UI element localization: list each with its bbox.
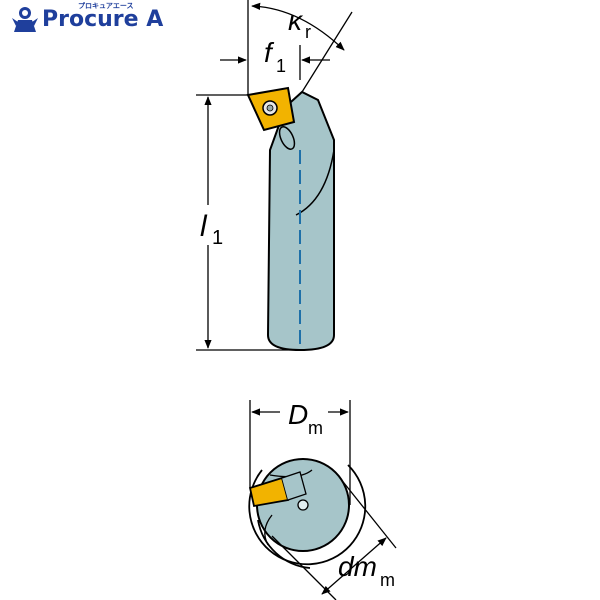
dmm-label: dm: [338, 551, 377, 582]
bore-outline: [248, 464, 367, 566]
brand-tagline: プロキュアエース: [78, 2, 134, 10]
dmm-sub: m: [380, 570, 395, 590]
f1-label: f: [264, 37, 275, 68]
kr-arc: [251, 2, 345, 51]
kr-label: κ: [288, 5, 304, 36]
Dm-label: D: [288, 399, 308, 430]
coolant-hole: [297, 499, 309, 511]
end-view: D m dm m: [248, 396, 397, 600]
Dm-sub: m: [308, 418, 323, 438]
dmm-dim-line: [321, 537, 387, 595]
brand-logo: Procure A: [10, 2, 163, 36]
kr-sub: r: [305, 22, 311, 42]
brand-name: Procure A: [42, 6, 164, 32]
f1-sub: 1: [276, 56, 286, 76]
end-insert: [248, 476, 290, 508]
l1-sub: 1: [212, 227, 223, 249]
shank-contour: [295, 149, 335, 216]
l1-label: l: [200, 210, 208, 243]
coolant-exit: [278, 126, 296, 150]
dmm-ext-1: [339, 477, 397, 549]
side-view: l 1 f 1 κ r: [196, 0, 353, 352]
worker-mascot-icon: [12, 7, 38, 32]
